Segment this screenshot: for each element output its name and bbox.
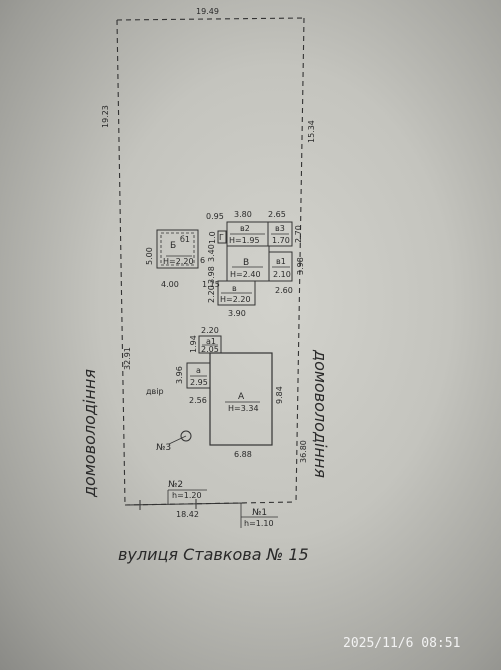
survey-point-1-height: h=1.10 [244,519,274,528]
main-house-dim-bottom: 6.88 [234,450,252,459]
annex-v-dim-bottom: 3.90 [228,309,246,318]
annex-v1-height: 2.10 [273,270,291,279]
photo-timestamp: 2025/11/6 08:51 [343,636,460,651]
annex-v3-dim-right: 2.70 [294,225,303,243]
annex-g [217,230,227,244]
annex-a1-dim-top: 2.20 [201,326,219,335]
annex-v-label: в [232,284,237,293]
building-v-label: В [243,258,249,268]
annex-v2-dim-top: 3.80 [234,210,252,219]
annex-v3 [267,221,293,247]
street-caption: вулиця Ставкова № 15 [118,545,309,564]
yard-label: двір [146,387,164,396]
annex-v1 [268,251,293,282]
plot-left-lower: 32.91 [123,347,132,370]
building-b-dim-top: 5.00 [145,247,154,265]
plot-bottom-left: 18.42 [176,510,199,519]
street-frontline [124,499,246,510]
plot-left-side: 19.23 [101,105,110,128]
building-v-height: H=2.40 [230,270,261,279]
neighbor-left-label: домоволодіння [80,369,99,498]
annex-a-height: 2.95 [190,378,208,387]
annex-v2-dim-left: 0.95 [206,212,224,221]
building-b1-label: б1 [180,235,190,244]
plot-top-width: 19.49 [196,7,219,16]
building-v-dim-left2: 3.98 [207,266,216,284]
building-b-label: Б [170,241,176,251]
survey-point-3-marker [180,430,192,442]
annex-v-height: H=2.20 [220,295,251,304]
plot-right-side: 15.34 [307,120,316,143]
building-b-height: H=2.20 [163,257,194,266]
annex-g-label: Г [219,233,224,242]
main-house-height: H=3.34 [228,404,259,413]
annex-v [217,280,256,306]
building-b [156,229,199,269]
survey-point-3-label: №3 [156,443,171,453]
main-house-dim-right: 9.84 [275,386,284,404]
main-house-a [209,352,273,446]
annex-v2-label: в2 [240,224,250,233]
annex-v1-dim-bottom: 2.60 [275,286,293,295]
annex-a1-height: 2.05 [201,345,219,354]
annex-v1-label: в1 [276,257,286,266]
survey-point-2-height: h=1.20 [172,491,202,500]
annex-a1-dim-left: 1.94 [189,335,198,353]
annex-g-dim: 1.0 [208,231,217,244]
building-v-dim-left: 3.40 [207,244,216,262]
building-b-dim-gap: 1.15 [202,280,220,289]
plot-right-lower: 36.80 [299,440,308,463]
annex-v1-dim-right: 3.98 [296,257,305,275]
annex-v-dim-left: 2.20 [207,285,216,303]
building-b-dim-bottom: 4.00 [161,280,179,289]
building-b-dim-side: 6 [200,256,205,265]
annex-a-label: а [196,366,201,375]
survey-point-1-label: №1 [252,508,267,518]
neighbor-right-label: домоволодіння [311,349,330,478]
annex-v3-dim-top: 2.65 [268,210,286,219]
annex-v2-height: H=1.95 [229,236,260,245]
annex-a1-label: а1 [206,337,216,346]
annex-v3-height: 1.70 [272,236,290,245]
annex-a-dim-bottom: 2.56 [189,396,207,405]
main-house-label: А [238,392,245,402]
annex-a-dim-left: 3.96 [175,366,184,384]
annex-v3-label: в3 [275,224,285,233]
survey-point-2-label: №2 [168,480,183,490]
